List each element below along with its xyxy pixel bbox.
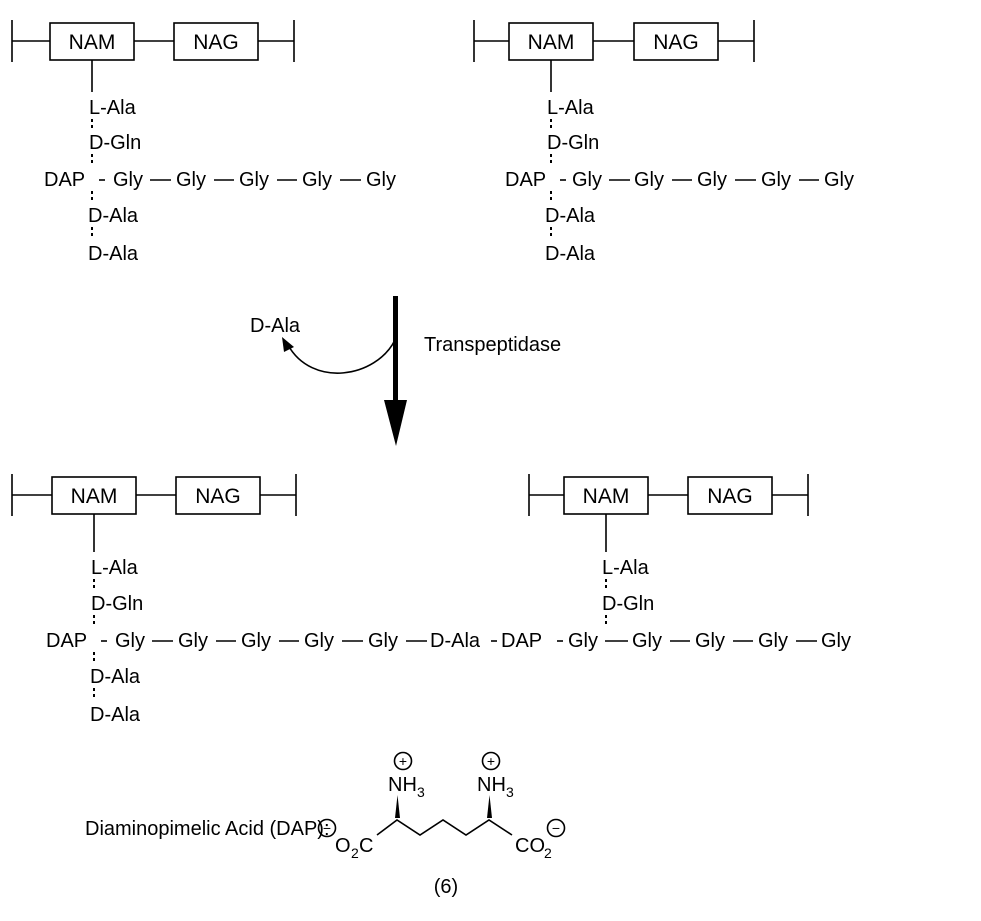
d-ala-label: D-Ala	[90, 666, 141, 688]
gly-label: Gly	[239, 169, 269, 191]
d-gln-label: D-Gln	[547, 132, 599, 154]
left-carboxylate-subscript: 2	[351, 845, 359, 861]
d-ala-label: D-Ala	[90, 704, 141, 726]
reaction-step: D-Ala Transpeptidase	[250, 296, 561, 446]
plus-sign: +	[399, 753, 407, 769]
d-gln-label: D-Gln	[602, 593, 654, 615]
wedge-bond	[487, 795, 492, 818]
gly-label: Gly	[304, 630, 334, 652]
gly-label: Gly	[821, 630, 851, 652]
released-d-ala-label: D-Ala	[250, 315, 301, 337]
d-gln-label: D-Gln	[91, 593, 143, 615]
nam-label: NAM	[583, 485, 630, 508]
gly-label: Gly	[178, 630, 208, 652]
strand-bottom-left: NAM NAG L-Ala D-Gln	[11, 474, 297, 625]
gly-label: Gly	[113, 169, 143, 191]
right-carboxylate-co: CO	[515, 835, 545, 857]
gly-label: Gly	[758, 630, 788, 652]
gly-label: Gly	[568, 630, 598, 652]
left-carboxylate-c: C	[359, 835, 373, 857]
dap-label: DAP	[501, 630, 542, 652]
plus-sign: +	[487, 753, 495, 769]
bridge-d-ala-label: D-Ala	[430, 630, 481, 652]
compound-number: (6)	[434, 876, 458, 898]
l-ala-label: L-Ala	[89, 97, 137, 119]
plus-charge-icon	[481, 751, 501, 771]
minus-sign: −	[323, 820, 331, 836]
reaction-arrow-head	[384, 400, 407, 446]
nag-label: NAG	[195, 485, 241, 508]
gly-label: Gly	[572, 169, 602, 191]
right-carboxylate-subscript: 2	[544, 845, 552, 861]
gly-label: Gly	[695, 630, 725, 652]
l-ala-label: L-Ala	[91, 557, 139, 579]
l-ala-label: L-Ala	[547, 97, 595, 119]
crosslinked-chain: DAP Gly Gly Gly Gly Gly D-Ala DAP Gly Gl…	[46, 630, 851, 726]
dap-label: DAP	[46, 630, 87, 652]
l-ala-label: L-Ala	[602, 557, 650, 579]
enzyme-label: Transpeptidase	[424, 334, 561, 356]
amine-subscript: 3	[417, 784, 425, 800]
gly-label: Gly	[761, 169, 791, 191]
d-ala-label: D-Ala	[545, 205, 596, 227]
carbon-chain	[376, 819, 513, 836]
gly-label: Gly	[634, 169, 664, 191]
gly-label: Gly	[302, 169, 332, 191]
strand-top-right: NAM NAG L-Ala D-Gln DAP Gly Gly Gly Gly …	[473, 20, 854, 265]
d-ala-label: D-Ala	[545, 243, 596, 265]
nam-label: NAM	[71, 485, 118, 508]
amine-label: NH	[388, 774, 417, 796]
d-ala-label: D-Ala	[88, 205, 139, 227]
gly-label: Gly	[697, 169, 727, 191]
strand-bottom-right: NAM NAG L-Ala D-Gln	[528, 474, 809, 625]
gly-label: Gly	[176, 169, 206, 191]
amine-label: NH	[477, 774, 506, 796]
nag-label: NAG	[653, 31, 699, 54]
dap-structure: Diaminopimelic Acid (DAP): − O 2 C + NH …	[85, 751, 566, 898]
nam-label: NAM	[69, 31, 116, 54]
gly-label: Gly	[632, 630, 662, 652]
minus-sign: −	[552, 820, 560, 836]
wedge-bond	[395, 795, 400, 818]
amine-subscript: 3	[506, 784, 514, 800]
d-gln-label: D-Gln	[89, 132, 141, 154]
nam-label: NAM	[528, 31, 575, 54]
gly-label: Gly	[115, 630, 145, 652]
strand-top-left: NAM NAG L-Ala D-Gln DAP Gly Gly Gly Gly …	[11, 20, 396, 265]
gly-label: Gly	[241, 630, 271, 652]
plus-charge-icon	[393, 751, 413, 771]
nag-label: NAG	[193, 31, 239, 54]
d-ala-label: D-Ala	[88, 243, 139, 265]
gly-label: Gly	[368, 630, 398, 652]
gly-label: Gly	[366, 169, 396, 191]
minus-charge-icon	[546, 818, 566, 838]
minus-charge-icon	[317, 818, 337, 838]
dap-label: DAP	[505, 169, 546, 191]
reaction-arrow-shaft	[393, 296, 398, 404]
release-curve	[287, 339, 396, 374]
nag-label: NAG	[707, 485, 753, 508]
dap-label: DAP	[44, 169, 85, 191]
left-carboxylate-o: O	[335, 835, 351, 857]
dap-caption: Diaminopimelic Acid (DAP):	[85, 818, 330, 840]
gly-label: Gly	[824, 169, 854, 191]
release-arrow-head	[282, 337, 294, 352]
